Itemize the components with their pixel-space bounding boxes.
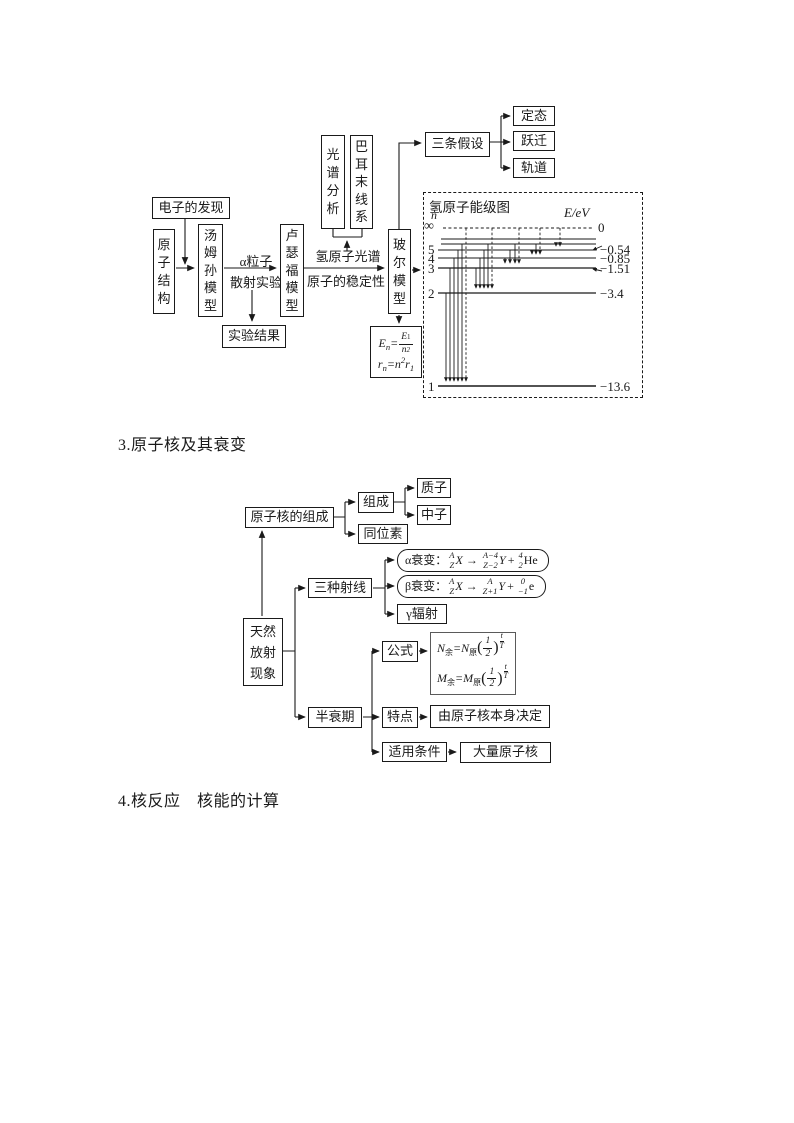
box-half-life: 半衰期: [308, 707, 362, 728]
box-three-rays: 三种射线: [308, 578, 372, 598]
box-spectrum-analysis: 光谱分析: [321, 135, 345, 229]
box-experiment-result: 实验结果: [222, 325, 286, 348]
level-n-2: 2: [428, 286, 435, 301]
box-condition-label: 适用条件: [382, 742, 447, 762]
box-balmer-series: 巴耳末线系: [350, 135, 373, 229]
box-transition: 跃迁: [513, 131, 555, 151]
energy-diagram-title: 氢原子能级图: [429, 200, 510, 215]
box-atomic-structure: 原子结构: [153, 229, 175, 314]
label-scattering-experiment: 散射实验: [229, 275, 282, 290]
level-n-5: 5: [428, 242, 435, 257]
level-e-4: −0.85: [600, 251, 631, 266]
level-e-2: −3.4: [600, 286, 624, 301]
level-n-3: 3: [428, 261, 435, 276]
box-stationary-state: 定态: [513, 106, 555, 126]
level-n-infinity: ∞: [424, 219, 434, 234]
box-formula-label: 公式: [382, 641, 418, 662]
energy-axis-n: n: [431, 208, 437, 222]
level-n-4: 4: [428, 251, 435, 266]
box-natural-radioactivity: 天然放射现象: [243, 618, 283, 686]
level-e-3: −1.51: [600, 261, 631, 276]
label-atom-stability: 原子的稳定性: [306, 274, 385, 289]
box-composition: 组成: [358, 492, 394, 513]
box-rutherford-model: 卢瑟福模型: [280, 224, 304, 317]
section-4-title: 4.核反应 核能的计算: [118, 793, 280, 810]
box-isotope: 同位素: [358, 524, 408, 544]
box-bohr-model: 玻尔模型: [388, 229, 411, 314]
box-nucleus-composition: 原子核的组成: [245, 507, 334, 528]
level-e-5: −0.54: [600, 242, 631, 257]
box-gamma-radiation: γ辐射: [397, 604, 447, 624]
box-proton: 质子: [417, 478, 451, 498]
box-three-hypotheses: 三条假设: [425, 132, 490, 157]
section-3-title: 3.原子核及其衰变: [118, 437, 247, 454]
box-electron-discovery: 电子的发现: [152, 197, 230, 219]
energy-diagram-frame: [423, 192, 643, 398]
box-feature-label: 特点: [382, 707, 418, 728]
label-alpha-particle: α粒子: [239, 254, 273, 269]
box-condition-desc: 大量原子核: [460, 742, 551, 763]
level-e-infinity: 0: [598, 220, 605, 235]
box-feature-desc: 由原子核本身决定: [430, 705, 550, 728]
label-hydrogen-spectrum: 氢原子光谱: [315, 249, 381, 264]
level-n-1: 1: [428, 379, 435, 394]
box-neutron: 中子: [417, 505, 451, 525]
energy-axis-e: E/eV: [564, 205, 590, 220]
box-orbit: 轨道: [513, 158, 555, 178]
box-thomson-model: 汤姆孙模型: [198, 224, 223, 317]
level-e-1: −13.6: [600, 379, 631, 394]
